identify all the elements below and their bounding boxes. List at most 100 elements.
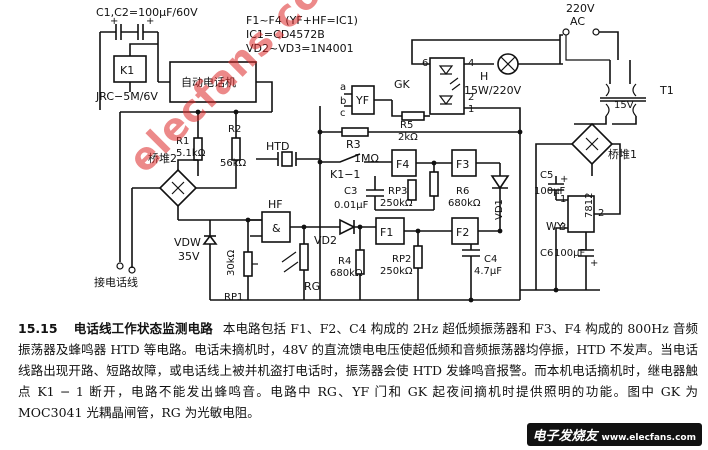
gate-f2: F2 xyxy=(404,217,500,245)
svg-text:b: b xyxy=(340,96,346,107)
note-gates: F1~F4 (YF+HF=IC1) xyxy=(246,14,358,27)
svg-text:VDW: VDW xyxy=(174,236,201,249)
capacitor-c1-c2: + + xyxy=(99,16,159,110)
potentiometer-rp2: RP2 250kΩ xyxy=(380,231,423,300)
svg-text:GK: GK xyxy=(394,78,411,91)
bridge-rectifier-2: 桥堆2 xyxy=(132,152,237,220)
svg-text:+: + xyxy=(146,16,154,27)
svg-text:7812: 7812 xyxy=(584,193,595,218)
potentiometer-rp3: RP3 250kΩ xyxy=(380,179,417,209)
logo-main: 电子发烧友 xyxy=(532,429,598,444)
svg-text:AC: AC xyxy=(570,15,585,28)
lamp-h: H 15W/220V xyxy=(464,53,560,97)
svg-text:R4: R4 xyxy=(338,256,351,267)
resistor-r3: R3 xyxy=(320,127,520,151)
svg-text:680kΩ: 680kΩ xyxy=(448,198,481,209)
gate-yf: YF a b c xyxy=(319,82,392,300)
svg-text:30kΩ: 30kΩ xyxy=(226,249,237,276)
note-relay: JRC−5M/6V xyxy=(95,90,158,103)
transformer-t1: T1 15V xyxy=(574,60,674,125)
svg-text:HF: HF xyxy=(268,198,283,211)
note-ic: IC1=CD4572B xyxy=(246,28,325,41)
svg-text:VD1: VD1 xyxy=(494,199,505,220)
svg-text:2: 2 xyxy=(468,92,474,103)
svg-text:1: 1 xyxy=(468,104,474,115)
svg-text:&: & xyxy=(272,222,281,235)
svg-text:100μF: 100μF xyxy=(554,248,585,259)
caption-title: 电话线工作状态监测电路 xyxy=(73,321,213,336)
svg-text:1MΩ: 1MΩ xyxy=(354,152,379,165)
svg-text:c: c xyxy=(340,108,346,119)
svg-text:F3: F3 xyxy=(456,158,469,171)
svg-text:R6: R6 xyxy=(456,186,469,197)
gate-f4: F4 xyxy=(391,149,417,177)
note-capacitors: C1,C2=100μF/60V xyxy=(96,6,198,19)
svg-text:15W/220V: 15W/220V xyxy=(464,84,522,97)
gate-hf: HF & xyxy=(250,198,302,243)
bridge-rectifier-1: 桥堆1 xyxy=(535,122,637,290)
svg-text:YF: YF xyxy=(355,94,369,107)
svg-text:100μF: 100μF xyxy=(534,186,565,197)
svg-text:VD2: VD2 xyxy=(314,234,337,247)
resistor-r5: GK R5 2kΩ xyxy=(391,78,430,143)
caption-number: 15.15 xyxy=(18,321,58,336)
capacitor-c6: C6 100μF + xyxy=(520,232,600,291)
gate-f3: F3 xyxy=(416,149,500,177)
svg-text:RP1: RP1 xyxy=(224,292,243,303)
svg-text:250kΩ: 250kΩ xyxy=(380,198,413,209)
note-diodes: VD2~VD3=1N4001 xyxy=(246,42,354,55)
circuit-schematic: C1,C2=100μF/60V F1~F4 (YF+HF=IC1) IC1=CD… xyxy=(94,2,674,303)
regulator-7812: 7812 1 3 2 WY xyxy=(546,180,621,290)
svg-text:H: H xyxy=(480,70,488,83)
svg-text:R5: R5 xyxy=(400,120,413,131)
diode-vd2: VD2 xyxy=(302,218,376,247)
zener-vdw: VDW 35V xyxy=(174,219,262,300)
ac-input: 220V AC xyxy=(559,2,619,65)
relay-k1: K1 JRC−5M/6V xyxy=(95,43,158,103)
svg-text:RP2: RP2 xyxy=(392,254,411,265)
svg-text:R3: R3 xyxy=(346,138,361,151)
svg-text:15V: 15V xyxy=(614,100,634,111)
svg-text:250kΩ: 250kΩ xyxy=(380,266,413,277)
gate-f1: F1 xyxy=(375,217,405,245)
svg-text:K1: K1 xyxy=(120,64,134,77)
svg-text:K1−1: K1−1 xyxy=(330,168,360,181)
svg-text:+: + xyxy=(560,174,568,185)
svg-text:+: + xyxy=(110,16,118,27)
svg-text:RG: RG xyxy=(304,280,320,293)
resistor-r2: R2 56kΩ xyxy=(220,112,247,176)
capacitor-c5: C5 100μF + xyxy=(534,170,568,200)
svg-text:F1: F1 xyxy=(380,226,393,239)
logo-sub: www.elecfans.com xyxy=(601,433,696,443)
svg-text:C3: C3 xyxy=(344,186,357,197)
svg-text:C6: C6 xyxy=(540,248,553,259)
svg-text:HTD: HTD xyxy=(266,140,289,153)
svg-text:680kΩ: 680kΩ xyxy=(330,268,363,279)
junction-dots xyxy=(195,109,559,303)
svg-text:220V: 220V xyxy=(566,2,595,15)
optocoupler-gk: 6 4 2 1 xyxy=(411,39,560,132)
svg-text:56kΩ: 56kΩ xyxy=(220,158,247,169)
svg-text:桥堆1: 桥堆1 xyxy=(608,148,637,161)
svg-text:C5: C5 xyxy=(540,170,553,181)
svg-text:35V: 35V xyxy=(178,250,200,263)
buzzer-htd: HTD xyxy=(256,140,320,167)
capacitor-c4: C4 4.7μF xyxy=(462,244,502,300)
svg-text:桥堆2: 桥堆2 xyxy=(148,152,177,165)
svg-text:C4: C4 xyxy=(484,254,497,265)
svg-text:WY: WY xyxy=(546,220,564,233)
photoresistor-rg: RG xyxy=(281,227,320,300)
potentiometer-rp1: 30kΩ RP1 xyxy=(224,220,258,303)
capacitor-c3: C3 0.01μF xyxy=(334,176,384,211)
svg-text:接电话线: 接电话线 xyxy=(94,275,138,289)
svg-text:+: + xyxy=(590,258,598,269)
resistor-r4: R4 680kΩ xyxy=(330,227,365,300)
svg-text:a: a xyxy=(340,82,346,93)
svg-text:RP3: RP3 xyxy=(388,186,407,197)
svg-text:R2: R2 xyxy=(228,124,241,135)
svg-text:F2: F2 xyxy=(456,226,469,239)
svg-text:R1: R1 xyxy=(176,136,189,147)
svg-text:F4: F4 xyxy=(396,158,409,171)
